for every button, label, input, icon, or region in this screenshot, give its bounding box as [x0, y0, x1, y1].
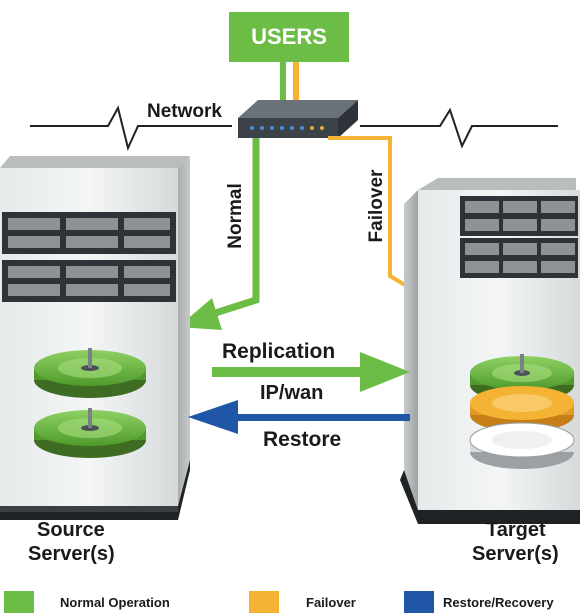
legend-label-failover: Failover: [306, 595, 356, 610]
replication-label: Replication: [222, 340, 336, 363]
failover-label: Failover: [366, 169, 387, 243]
replication-arrow: [212, 352, 410, 392]
legend-swatch-failover: [249, 591, 279, 613]
target-server-label-2: Server(s): [472, 543, 559, 565]
network-label: Network: [147, 101, 222, 122]
target-server-label-1: Target: [486, 519, 546, 541]
source-server-tower: [0, 156, 190, 520]
ipwan-label: IP/wan: [260, 382, 324, 404]
source-server-label-2: Server(s): [28, 543, 115, 565]
disk-stack-icon: [34, 348, 146, 458]
users-box: [229, 12, 349, 62]
legend-label-normal: Normal Operation: [60, 595, 170, 610]
users-label: USERS: [251, 24, 327, 49]
target-server-tower: [400, 178, 580, 524]
router-icon: [238, 100, 358, 138]
normal-label: Normal: [225, 183, 246, 249]
source-server-label-1: Source: [37, 519, 105, 541]
disk-stack-icon-target: [469, 354, 575, 469]
legend-swatch-normal: [4, 591, 34, 613]
legend-swatch-restore: [404, 591, 434, 613]
restore-arrow: [188, 400, 410, 434]
network-line: [30, 105, 558, 152]
restore-label: Restore: [263, 428, 342, 451]
legend-label-restore: Restore/Recovery: [443, 595, 554, 610]
